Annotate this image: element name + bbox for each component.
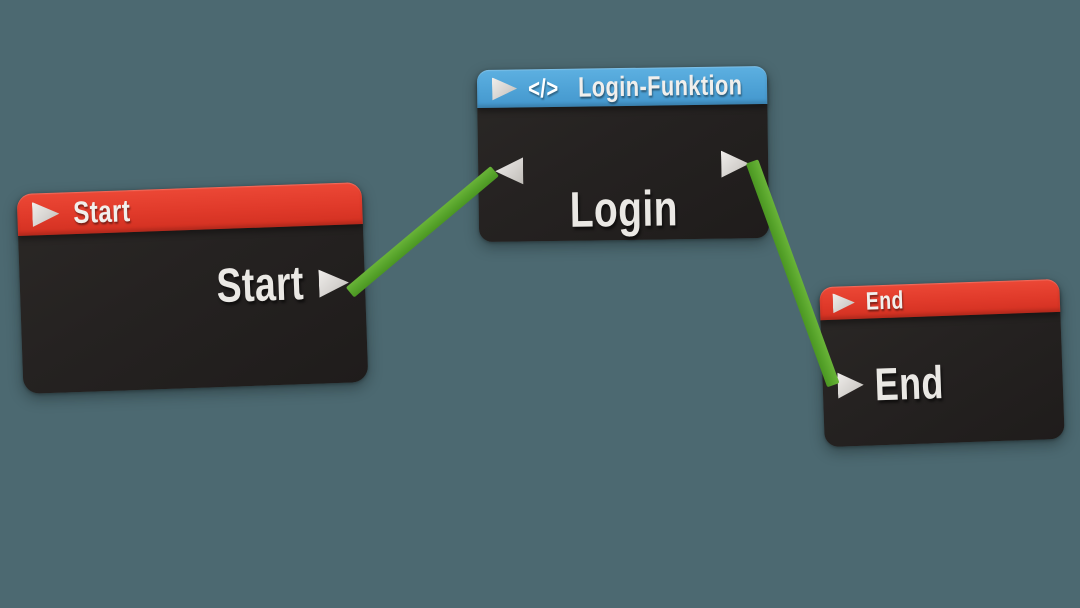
- start-output-pin-icon[interactable]: [318, 269, 349, 298]
- node-login-title: Login-Funktion: [577, 69, 743, 103]
- node-login-header[interactable]: </> Login-Funktion: [476, 65, 768, 109]
- start-output-label: Start: [215, 257, 305, 314]
- login-input-pin-icon[interactable]: [495, 157, 523, 184]
- play-triangle-icon: [833, 293, 856, 314]
- start-output-row: Start: [191, 257, 349, 314]
- end-input-pin-icon[interactable]: [837, 372, 864, 399]
- code-brackets-icon: </>: [527, 72, 559, 103]
- play-triangle-icon: [32, 201, 60, 227]
- end-input-row: End: [837, 355, 964, 411]
- node-end[interactable]: End End: [819, 278, 1065, 448]
- login-output-pin-icon[interactable]: [721, 150, 749, 177]
- node-start-header[interactable]: Start: [16, 182, 363, 237]
- node-end-title: End: [865, 286, 905, 316]
- connection-login-to-end[interactable]: [745, 159, 840, 388]
- node-login-funktion[interactable]: </> Login-Funktion Login: [476, 65, 770, 243]
- node-start-title: Start: [72, 193, 131, 231]
- node-start[interactable]: Start Start: [16, 182, 369, 394]
- end-input-label: End: [873, 355, 945, 411]
- node-end-header[interactable]: End: [819, 278, 1061, 321]
- login-body-label: Login: [569, 180, 679, 238]
- connection-start-to-login[interactable]: [345, 166, 499, 298]
- play-triangle-icon: [492, 77, 517, 100]
